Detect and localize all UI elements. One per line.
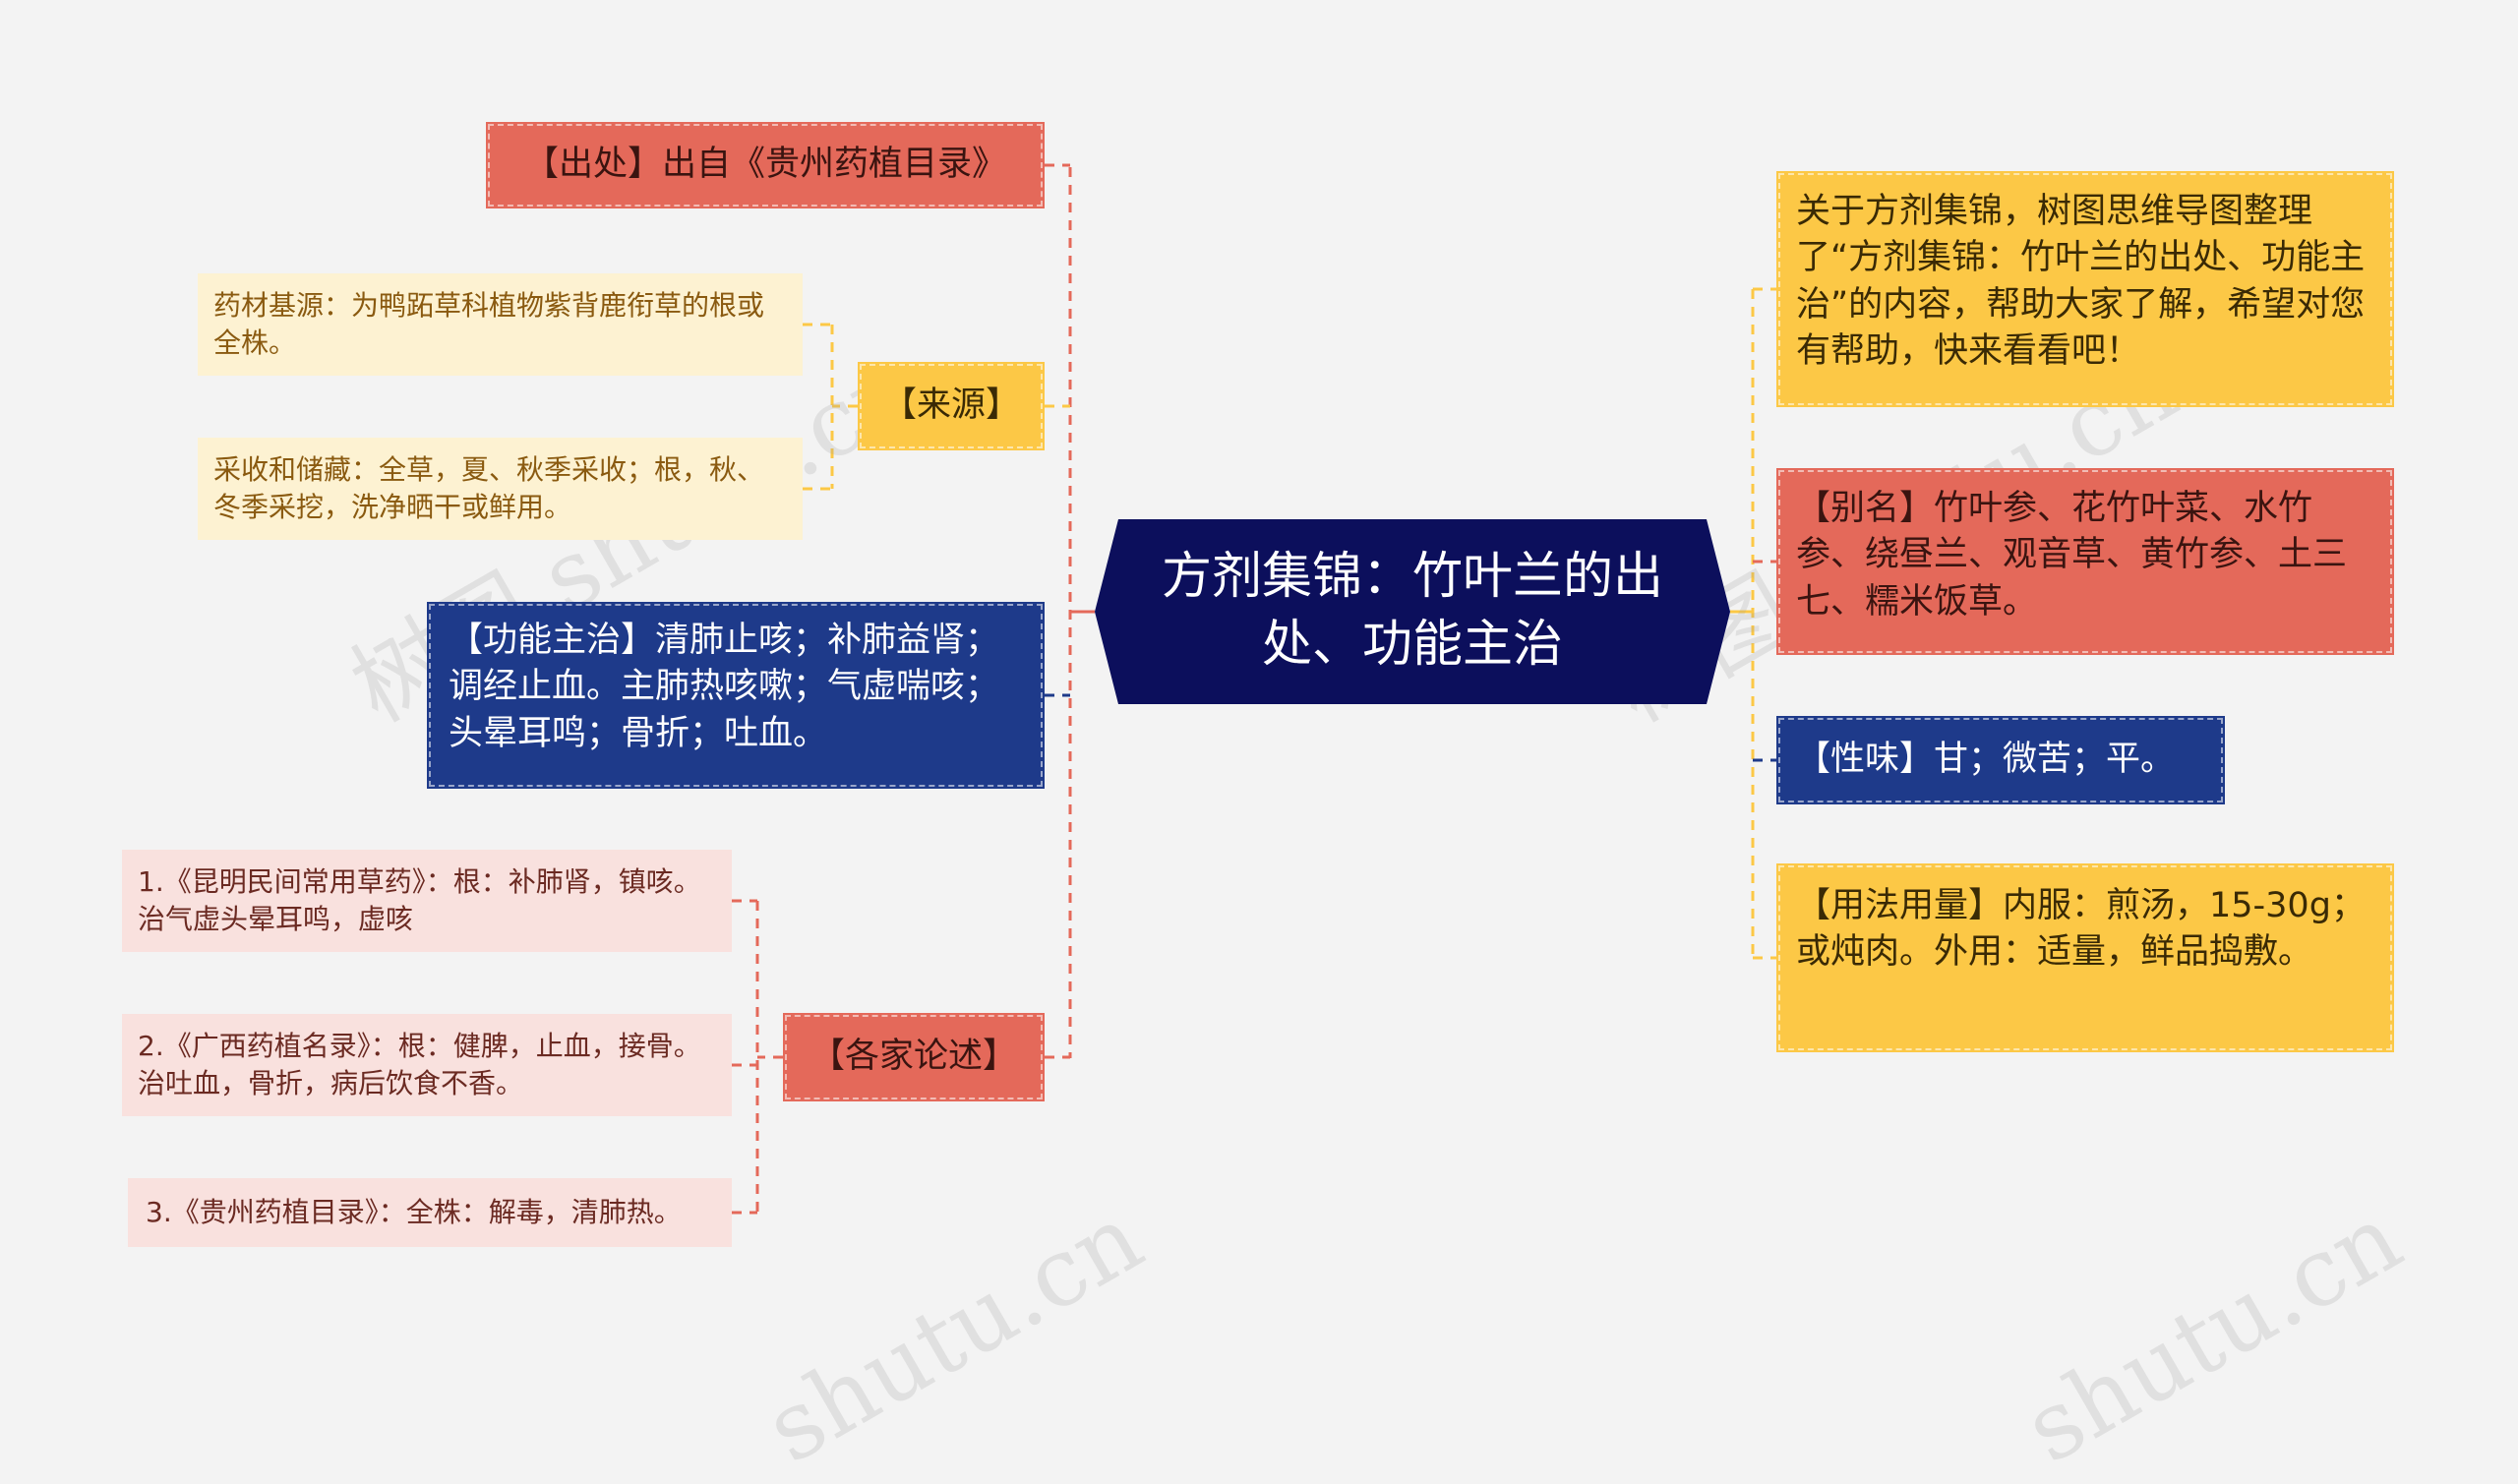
node-alias-text: 【别名】竹叶参、花竹叶菜、水竹参、绕昼兰、观音草、黄竹参、土三七、糯米饭草。 xyxy=(1796,489,2348,622)
node-discussion-child[interactable]: 3.《贵州药植目录》：全株：解毒，清肺热。 xyxy=(128,1178,732,1247)
node-origin-child-text: 采收和储藏：全草，夏、秋季采收；根，秋、冬季采挖，洗净晒干或鲜用。 xyxy=(213,453,765,523)
mind-map-canvas: 树图 shutu.cn 树图 shutu.cn shutu.cn shutu.c… xyxy=(122,122,2419,1484)
node-usage-text: 【用法用量】内服：煎汤，15-30g；或炖肉。外用：适量，鲜品捣敷。 xyxy=(1796,886,2366,973)
connector-origin-children xyxy=(803,323,858,491)
node-function[interactable]: 【功能主治】清肺止咳；补肺益肾；调经止血。主肺热咳嗽；气虚喘咳；头晕耳鸣；骨折；… xyxy=(427,602,1045,789)
node-intro-text: 关于方剂集锦，树图思维导图整理了“方剂集锦：竹叶兰的出处、功能主治”的内容，帮助… xyxy=(1796,192,2366,371)
node-taste[interactable]: 【性味】甘；微苦；平。 xyxy=(1776,716,2225,804)
node-discussion-child[interactable]: 1.《昆明民间常用草药》：根：补肺肾，镇咳。治气虚头晕耳鸣，虚咳 xyxy=(122,850,732,952)
node-origin[interactable]: 【来源】 xyxy=(858,362,1045,450)
node-origin-child-text: 药材基源：为鸭跖草科植物紫背鹿衔草的根或全株。 xyxy=(213,289,765,359)
central-topic-text: 方剂集锦：竹叶兰的出处、功能主治 xyxy=(1161,548,1663,674)
central-topic[interactable]: 方剂集锦：竹叶兰的出处、功能主治 xyxy=(1095,519,1730,704)
node-source-text: 【出处】出自《贵州药植目录》 xyxy=(523,145,1006,185)
node-origin-child[interactable]: 药材基源：为鸭跖草科植物紫背鹿衔草的根或全株。 xyxy=(198,273,803,376)
node-discussion-child-text: 1.《昆明民间常用草药》：根：补肺肾，镇咳。治气虚头晕耳鸣，虚咳 xyxy=(138,865,701,935)
node-usage[interactable]: 【用法用量】内服：煎汤，15-30g；或炖肉。外用：适量，鲜品捣敷。 xyxy=(1776,863,2394,1052)
node-discussion-child[interactable]: 2.《广西药植名录》：根：健脾，止血，接骨。治吐血，骨折，病后饮食不香。 xyxy=(122,1014,732,1116)
node-origin-text: 【来源】 xyxy=(881,386,1020,426)
node-source[interactable]: 【出处】出自《贵州药植目录》 xyxy=(486,122,1045,208)
node-taste-text: 【性味】甘；微苦；平。 xyxy=(1796,740,2176,780)
node-alias[interactable]: 【别名】竹叶参、花竹叶菜、水竹参、绕昼兰、观音草、黄竹参、土三七、糯米饭草。 xyxy=(1776,468,2394,655)
node-intro[interactable]: 关于方剂集锦，树图思维导图整理了“方剂集锦：竹叶兰的出处、功能主治”的内容，帮助… xyxy=(1776,171,2394,407)
node-function-text: 【功能主治】清肺止咳；补肺益肾；调经止血。主肺热咳嗽；气虚喘咳；头晕耳鸣；骨折；… xyxy=(449,621,1000,753)
node-discussion[interactable]: 【各家论述】 xyxy=(783,1013,1045,1101)
node-discussion-child-text: 2.《广西药植名录》：根：健脾，止血，接骨。治吐血，骨折，病后饮食不香。 xyxy=(138,1030,701,1099)
node-origin-child[interactable]: 采收和储藏：全草，夏、秋季采收；根，秋、冬季采挖，洗净晒干或鲜用。 xyxy=(198,438,803,540)
node-discussion-text: 【各家论述】 xyxy=(809,1037,1017,1077)
connector-lines xyxy=(732,163,1776,1215)
node-discussion-child-text: 3.《贵州药植目录》：全株：解毒，清肺热。 xyxy=(146,1196,682,1229)
connector-discussion-children xyxy=(732,899,783,1215)
